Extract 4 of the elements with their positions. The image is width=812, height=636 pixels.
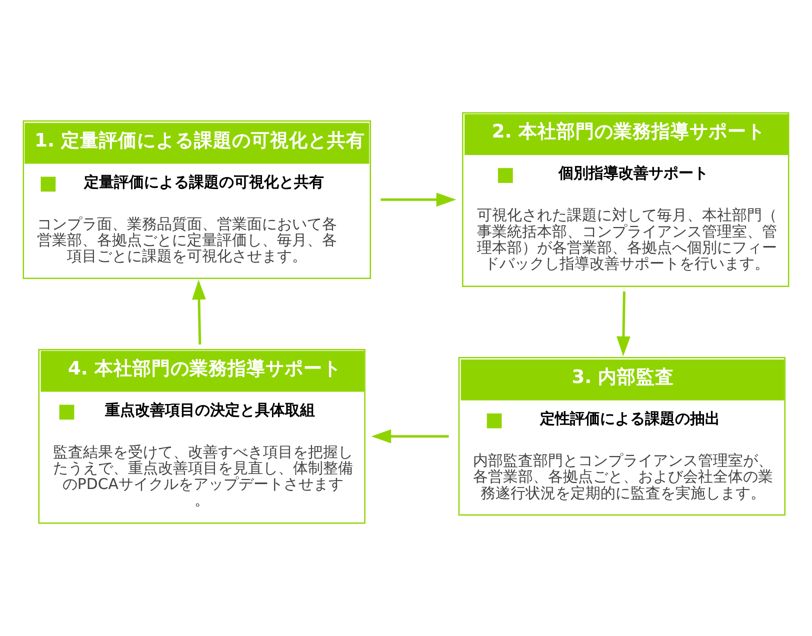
arrow: [616, 291, 630, 356]
arrow: [192, 280, 206, 345]
arrow: [371, 429, 449, 444]
arrow: [380, 192, 456, 207]
